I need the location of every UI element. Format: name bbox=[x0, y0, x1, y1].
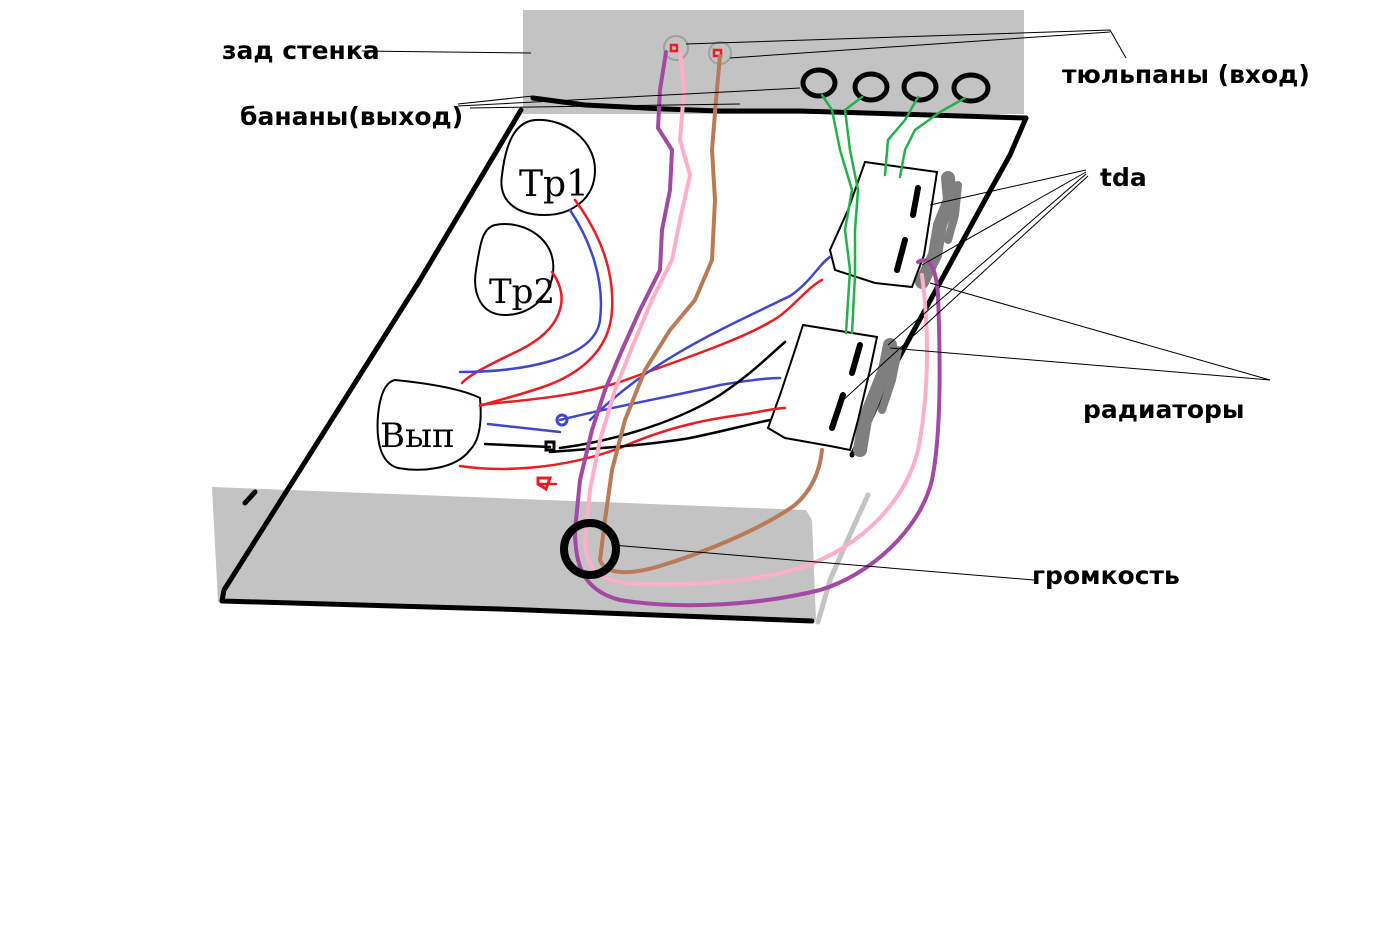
rca-inputs-label: тюльпаны (вход) bbox=[1062, 60, 1310, 89]
radiators-label: радиаторы bbox=[1083, 395, 1245, 424]
tda-pins bbox=[829, 185, 921, 431]
blue-terminal bbox=[555, 413, 569, 427]
tda-label: tda bbox=[1100, 163, 1147, 192]
banana-outputs-label: бананы(выход) bbox=[240, 102, 463, 131]
rca-input-jacks bbox=[800, 67, 991, 104]
brown-wire bbox=[598, 54, 824, 575]
back-wall-label: зад стенка bbox=[222, 36, 380, 65]
rectifier-label: Вып bbox=[380, 416, 455, 456]
front-panel bbox=[212, 487, 816, 620]
blue-wires bbox=[458, 208, 832, 434]
green-wires bbox=[820, 93, 967, 335]
black-terminal bbox=[544, 440, 556, 452]
black-wires bbox=[483, 340, 787, 454]
red-wires bbox=[458, 198, 824, 486]
pointer-lines bbox=[361, 29, 1271, 581]
red-terminal bbox=[536, 476, 553, 492]
volume-knob bbox=[560, 519, 620, 579]
volume-label: громкость bbox=[1032, 561, 1180, 590]
pink-wire bbox=[583, 50, 929, 587]
back-wall-panel bbox=[523, 10, 1024, 114]
chassis-side-edge bbox=[815, 492, 871, 625]
transformer-2-label: Тр2 bbox=[489, 272, 555, 312]
chassis-outline bbox=[219, 95, 1029, 624]
banana-jacks bbox=[663, 35, 732, 65]
purple-wire bbox=[573, 50, 942, 608]
transformer-blobs bbox=[376, 118, 597, 471]
transformer-1-label: Тр1 bbox=[519, 164, 589, 205]
